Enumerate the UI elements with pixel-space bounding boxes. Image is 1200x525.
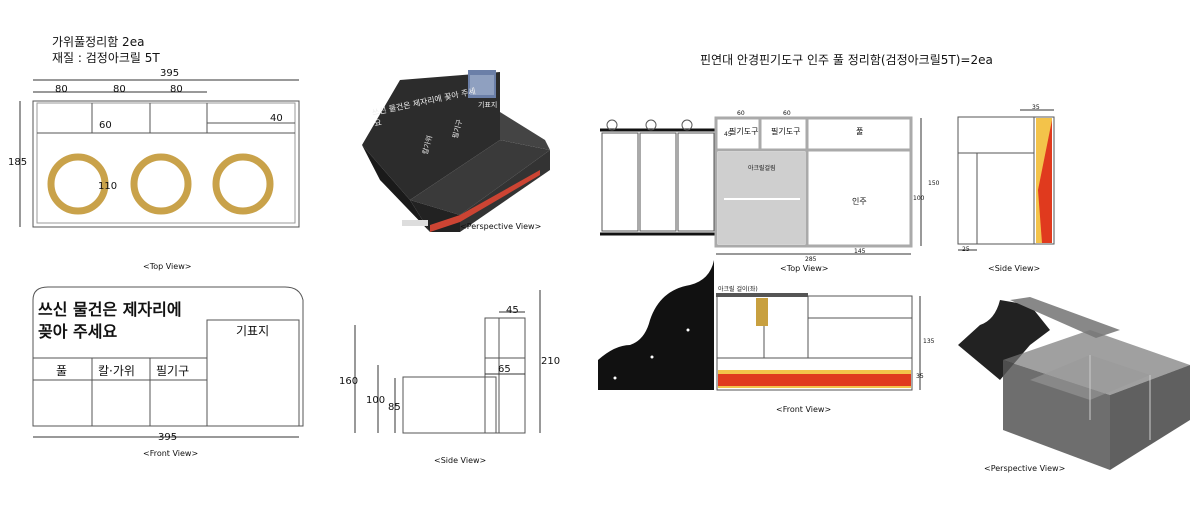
- perspective-caption-1: <Perspective View>: [460, 222, 542, 231]
- rfront-caption: <Front View>: [776, 405, 832, 414]
- rside-dim-25: 25: [962, 246, 970, 253]
- front-sign-line1: 쓰신 물건은 제자리에: [38, 300, 182, 319]
- rtop-dim-h1: 100: [913, 195, 925, 202]
- rtop-dim-h2: 150: [928, 180, 940, 187]
- dim-height: 185: [8, 157, 28, 168]
- front-width: 395: [158, 432, 178, 443]
- front-slot-3: 필기구: [156, 364, 190, 378]
- top-view-caption: <Top View>: [143, 262, 192, 271]
- dim-col1: 80: [55, 84, 68, 95]
- rtop-label-3: 풀: [856, 127, 864, 136]
- side-dim-45: 45: [506, 305, 519, 316]
- dim-col3: 80: [170, 84, 183, 95]
- dim-small: 40: [270, 113, 283, 124]
- front-tag: 기표지: [236, 324, 270, 338]
- rside-dim-35: 35: [1032, 104, 1040, 111]
- rtop-dim-w1: 285: [805, 256, 817, 263]
- dim-col2: 80: [113, 84, 126, 95]
- rtop-label-4: 인주: [852, 197, 867, 206]
- rtop-dim-b: 60: [783, 110, 791, 117]
- rtop-dim-c: 45: [724, 131, 732, 138]
- front-slot-1: 풀: [56, 364, 68, 378]
- rfront-dim-35: 35: [916, 373, 924, 380]
- left-title-line1: 가위풀정리함 2ea: [52, 35, 145, 49]
- side-dim-85: 85: [388, 402, 401, 413]
- front-slot-2: 칼·가위: [98, 364, 135, 378]
- rpersp-caption: <Perspective View>: [984, 464, 1066, 473]
- dim-inner: 60: [99, 120, 112, 131]
- side-dim-160: 160: [339, 376, 359, 387]
- rtop-small-label: 아크릴걸림: [748, 165, 776, 172]
- side-dim-210: 210: [541, 356, 561, 367]
- front-view-caption: <Front View>: [143, 449, 199, 458]
- side-dim-65: 65: [498, 364, 511, 375]
- left-title-line2: 재질 : 검정아크릴 5T: [52, 51, 160, 65]
- rfront-dim-135: 135: [923, 338, 935, 345]
- dim-circle: 110: [98, 181, 118, 192]
- right-title: 핀연대 안경핀기도구 인주 풀 정리함(검정아크릴5T)=2ea: [700, 53, 993, 67]
- side-dim-100: 100: [366, 395, 386, 406]
- rside-caption: <Side View>: [988, 264, 1041, 273]
- dim-overall: 395: [160, 68, 180, 79]
- rtop-label-2: 필기도구: [771, 127, 801, 136]
- rtop-dim-a: 60: [737, 110, 745, 117]
- side-view-caption: <Side View>: [434, 456, 487, 465]
- rtop-label-1: 필기도구: [729, 127, 759, 136]
- perspective-label-3: 기표지: [478, 101, 498, 109]
- rfront-small-label: 아크릴 걸이(좌): [718, 286, 758, 293]
- rtop-dim-w2: 145: [854, 248, 866, 255]
- rtop-caption: <Top View>: [780, 264, 829, 273]
- left-title: 가위풀정리함 2ea 재질 : 검정아크릴 5T: [52, 34, 160, 66]
- front-sign-line2: 꽂아 주세요: [38, 322, 118, 341]
